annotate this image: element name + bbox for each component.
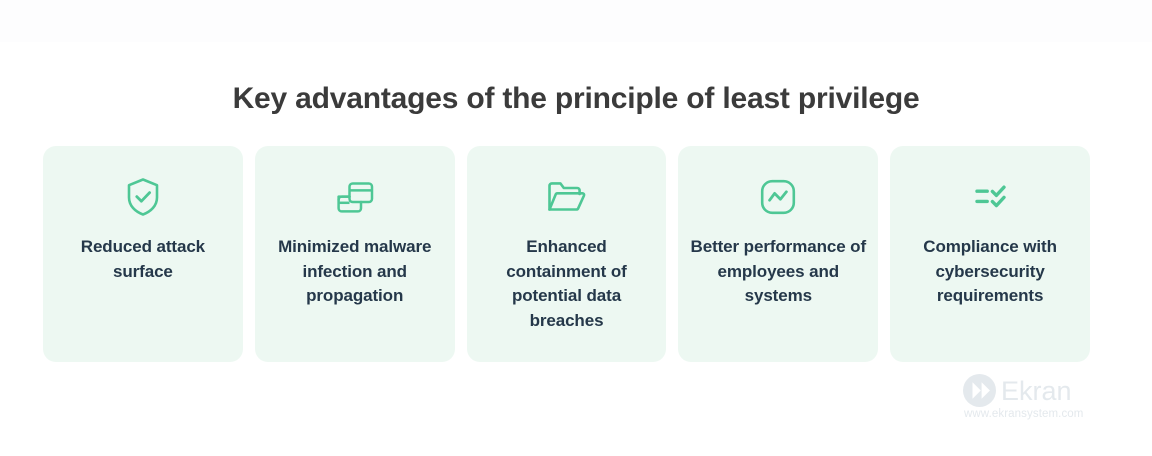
advantage-card-minimized-malware[interactable]: Minimized malware infection and propagat…	[254, 146, 455, 362]
advantage-card-label: Minimized malware infection and propagat…	[278, 237, 432, 305]
advantage-card-label: Better performance of employees and syst…	[690, 237, 867, 305]
performance-chart-icon	[752, 171, 804, 223]
shield-check-icon	[117, 171, 169, 223]
checklist-icon	[964, 171, 1016, 223]
watermark-logo-row: Ekran	[963, 374, 1103, 407]
windows-stack-icon	[329, 171, 381, 223]
top-band	[0, 0, 1152, 42]
watermark-url: www.ekransystem.com	[964, 408, 1084, 420]
advantage-card-reduced-attack-surface[interactable]: Reduced attack surface	[43, 146, 243, 362]
ekran-chevron-logo	[963, 374, 996, 407]
watermark-brand-name: Ekran	[1001, 375, 1072, 406]
open-folder-icon	[540, 171, 592, 223]
advantage-card-enhanced-containment[interactable]: Enhanced containment of potential data b…	[466, 146, 667, 362]
advantage-card-label: Reduced attack surface	[80, 237, 206, 281]
advantage-card-compliance[interactable]: Compliance with cybersecurity requiremen…	[890, 146, 1090, 362]
ekran-watermark: Ekran www.ekransystem.com	[963, 374, 1103, 422]
advantage-card-better-performance[interactable]: Better performance of employees and syst…	[678, 146, 879, 362]
advantage-card-list: Reduced attack surface Minimized malware…	[43, 146, 1090, 362]
advantage-card-label: Compliance with cybersecurity requiremen…	[923, 237, 1057, 305]
advantage-card-label: Enhanced containment of potential data b…	[506, 237, 627, 330]
page-title: Key advantages of the principle of least…	[232, 82, 920, 115]
